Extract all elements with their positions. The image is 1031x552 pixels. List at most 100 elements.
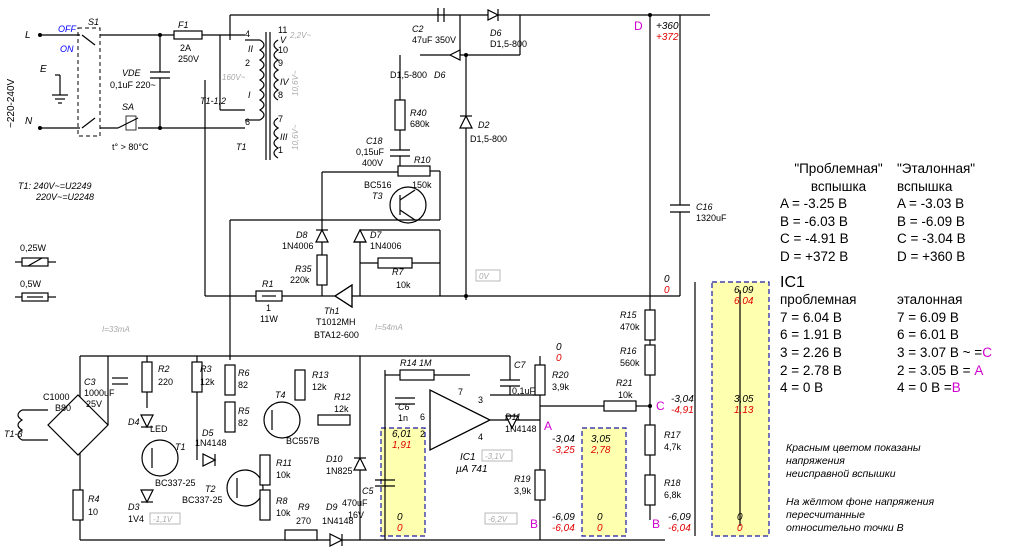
- label-vde-value: 0,1uF 220~: [110, 80, 156, 90]
- meas-box2-bot-red: 0: [597, 523, 603, 534]
- label-d4-value: LED: [150, 424, 168, 434]
- label-pin: 6: [245, 117, 250, 127]
- label-r20: R20: [552, 370, 569, 380]
- meas-box2-top-black: 3,05: [591, 434, 611, 445]
- label-r10-value: 150k: [412, 180, 432, 190]
- label-d5-value: 1N4148: [195, 438, 227, 448]
- table-cell: B = -6.09 В: [897, 213, 965, 229]
- label-t3-type: BC516: [364, 180, 392, 190]
- label-d11: D11: [505, 412, 521, 422]
- label-d11-value: 1N4148: [505, 424, 537, 434]
- ic-cell: 6 = 1.91 В: [780, 327, 842, 343]
- table-cell: B = -6.03 В: [780, 213, 848, 229]
- label-r11: R11: [276, 458, 292, 468]
- lv-section: [17, 282, 741, 547]
- label-025w: 0,25W: [20, 243, 47, 253]
- label-winding: III: [280, 132, 288, 142]
- label-d6: D6: [490, 28, 502, 38]
- label-c2-value: 47uF 350V: [412, 35, 456, 45]
- label-th1-value2: BTA12-600: [314, 330, 359, 340]
- table-cell: D = +372 В: [780, 248, 849, 264]
- label-t4: T4: [275, 390, 286, 400]
- label-sa: SA: [122, 102, 134, 112]
- label-c3-value1: 1000uF: [84, 388, 115, 398]
- table-cell: C = -4.91 В: [780, 231, 849, 247]
- label-r19-value: 3,9k: [514, 486, 532, 496]
- meas-box3-top-red: 6,04: [734, 296, 754, 307]
- label-pin: 7: [278, 114, 283, 124]
- label-t1-note2: 220V~=U2248: [35, 192, 94, 202]
- label-r20-value: 3,9k: [552, 382, 570, 392]
- label-th1: Th1: [324, 306, 340, 316]
- label-t1-transistor: T1: [175, 442, 186, 452]
- label-vde: VDE: [122, 68, 142, 78]
- label-l: L: [25, 30, 31, 41]
- label-c6-value: 1n: [398, 413, 408, 423]
- label-d5: D5: [202, 428, 214, 438]
- label-r13: R13: [312, 370, 329, 380]
- label-ic-pin: 2: [420, 429, 425, 439]
- note-line: неисправной вспышки: [786, 468, 896, 480]
- ic-title: IC1: [780, 273, 805, 291]
- label-r2-value: 220: [158, 377, 173, 387]
- note-line: напряжения: [786, 455, 845, 467]
- label-t1: T1: [236, 142, 247, 152]
- label-r17-value: 4,7k: [664, 442, 682, 452]
- label-t1-12: T1-1,2: [200, 96, 226, 106]
- marker-b2: B: [652, 517, 660, 531]
- ic-mark: C: [982, 344, 992, 360]
- label-d9-value: 1N4148: [322, 516, 354, 526]
- label-r17: R17: [664, 430, 682, 440]
- marker-d: D: [634, 19, 643, 33]
- label-d10: D10: [326, 454, 343, 464]
- meas-box1-bot-black: 0: [397, 512, 403, 523]
- label-r3: R3: [200, 364, 212, 374]
- label-ic-pin: 6: [420, 412, 425, 422]
- ic-mark: A: [974, 362, 984, 378]
- label-r35: R35: [295, 264, 313, 274]
- label-voltage: ~220-240V: [6, 78, 17, 128]
- label-c1000-value: B80: [55, 403, 71, 413]
- label-sa-temp: t° > 80°C: [112, 142, 149, 152]
- meas-b-black: -6,09: [552, 512, 575, 523]
- label-r5: R5: [238, 406, 250, 416]
- meas-b2-black: -6,09: [668, 512, 691, 523]
- label-d7: D7: [370, 230, 382, 240]
- ic-cell: 7 = 6.04 В: [780, 309, 842, 325]
- meas-box3-bot-red: 0: [737, 523, 743, 534]
- label-n: N: [25, 116, 33, 127]
- label-r12: R12: [334, 392, 351, 402]
- label-r8: R8: [276, 496, 288, 506]
- meas-d-black: +360: [656, 21, 679, 32]
- ic-cell: 2 = 3.05 В =: [897, 362, 971, 378]
- table-head-problem-sub: вспышка: [810, 178, 867, 194]
- meas-d-red: +372: [656, 32, 679, 43]
- meas-box2-bot-black: 0: [597, 512, 603, 523]
- label-c2: C2: [412, 24, 424, 34]
- label-d6-value: D1,5-800: [490, 39, 527, 49]
- table-head-reference: "Эталонная": [897, 161, 976, 176]
- label-c18: C18: [366, 136, 383, 146]
- label-t2: T2: [205, 484, 216, 494]
- label-r3-value: 12k: [200, 377, 215, 387]
- label-r7: R7: [392, 267, 404, 277]
- label-grey-box: -3,1V: [485, 452, 505, 461]
- label-t1-note1: T1: 240V~=U2249: [18, 181, 92, 191]
- yellow-note: На жёлтом фоне напряжения пересчитанные …: [786, 496, 934, 535]
- label-r4-value: 10: [88, 507, 98, 517]
- label-r6: R6: [238, 368, 250, 378]
- label-r13-value: 12k: [312, 382, 327, 392]
- label-r1-value2: 11W: [260, 314, 278, 324]
- label-d3: D3: [128, 502, 140, 512]
- ic-cell: 7 = 6.09 В: [897, 309, 959, 325]
- label-d6b-value: D1,5-800: [390, 70, 427, 80]
- note-line: На жёлтом фоне напряжения: [786, 496, 935, 508]
- label-c6: C6: [398, 402, 410, 412]
- meas-opamp-black: 0: [556, 342, 562, 353]
- meas-box1-top-black: 6,01: [392, 429, 411, 440]
- label-ic-pin: 4: [478, 432, 483, 442]
- label-ic1: IC1: [460, 452, 476, 463]
- mains-input: [38, 27, 245, 137]
- label-s1: S1: [88, 17, 99, 27]
